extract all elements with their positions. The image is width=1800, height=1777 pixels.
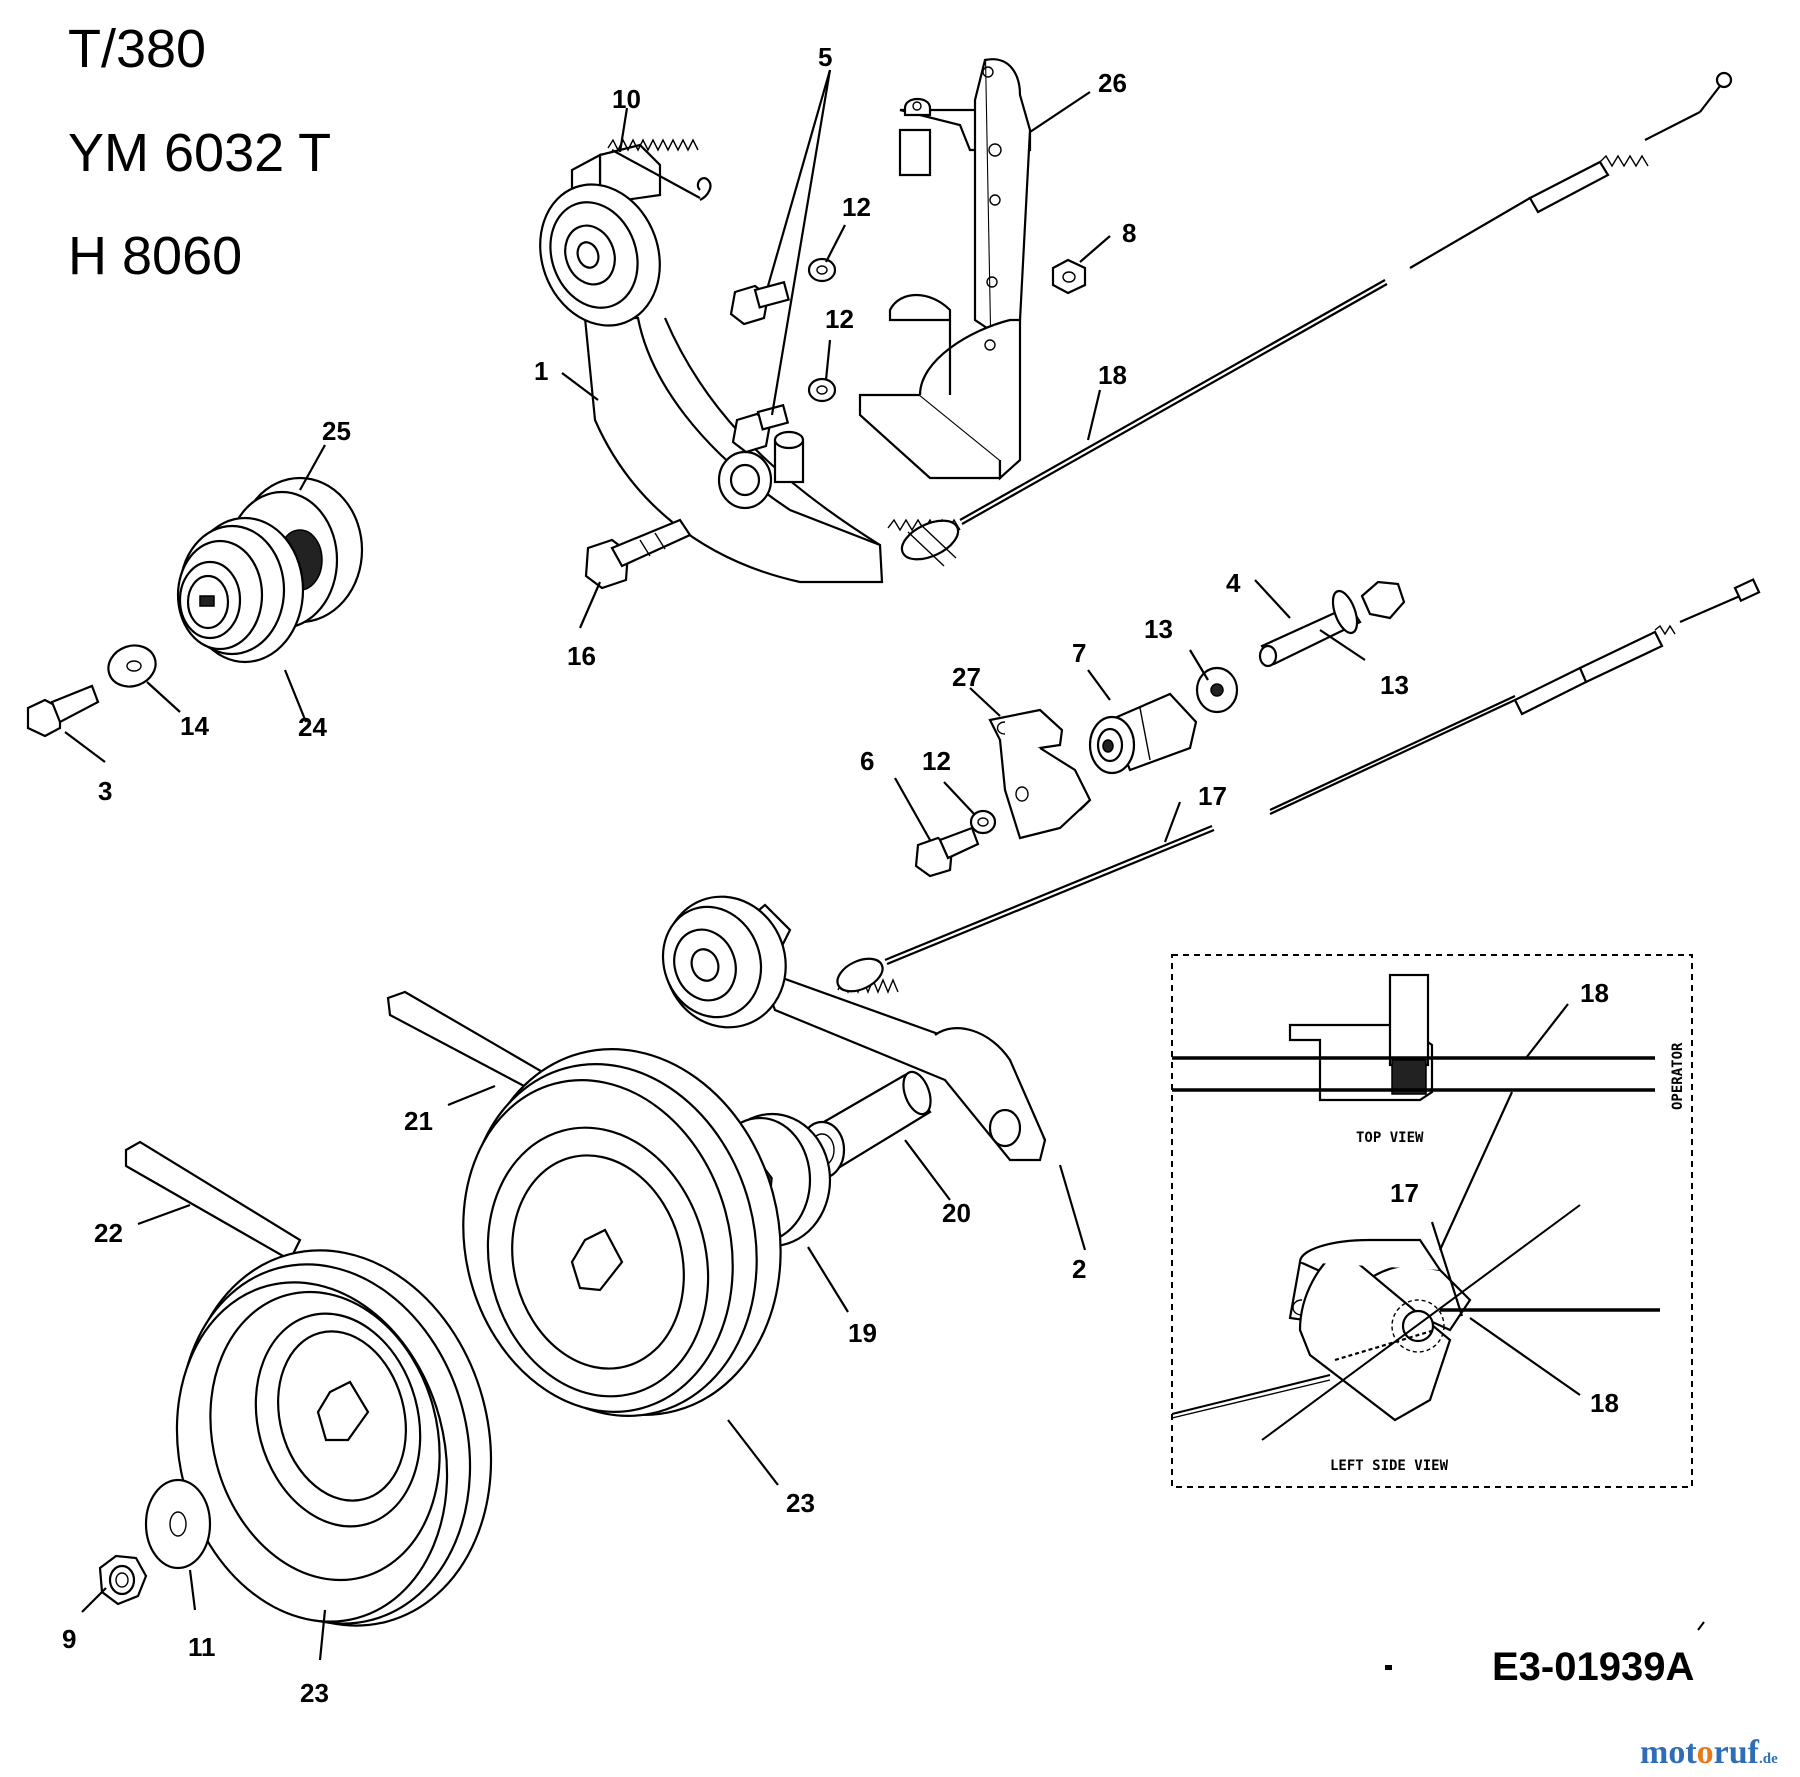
bolt-5-upper xyxy=(729,280,790,326)
callout-1: 1 xyxy=(534,356,548,386)
callout-14: 14 xyxy=(180,711,209,741)
bolt-5-lower xyxy=(731,403,790,454)
callout-20: 20 xyxy=(942,1198,971,1228)
nut-9 xyxy=(98,1554,148,1606)
callout-6: 6 xyxy=(860,746,874,776)
idler-pulley-lower xyxy=(661,895,792,1029)
drawing-code: E3-01939A xyxy=(1492,1645,1695,1689)
watermark-logo: motoruf.de xyxy=(1640,1734,1778,1771)
inset-top-view: TOP VIEW OPERATOR xyxy=(1172,973,1686,1146)
callout-12c: 12 xyxy=(922,746,951,776)
callout-27: 27 xyxy=(952,662,981,692)
callout-11: 11 xyxy=(188,1632,216,1662)
nut-12b xyxy=(807,377,837,403)
callout-22: 22 xyxy=(94,1218,123,1248)
callout-13b: 13 xyxy=(1380,670,1409,700)
leader-lines xyxy=(64,69,1366,1661)
callout-23b: 23 xyxy=(300,1678,329,1708)
idler-pulley-upper xyxy=(539,183,661,327)
left-side-view-label: LEFT SIDE VIEW xyxy=(1330,1458,1449,1474)
callout-25: 25 xyxy=(322,416,351,446)
inset-left-side-view: LEFT SIDE VIEW xyxy=(1171,1204,1660,1474)
callouts: 1 2 3 4 5 6 7 8 9 10 11 12 12 12 13 13 1… xyxy=(62,42,1409,1708)
washer-14 xyxy=(107,644,157,688)
nut-12a xyxy=(807,257,837,283)
inset-callout-18b: 18 xyxy=(1590,1388,1619,1418)
mark-tick xyxy=(1697,1621,1705,1631)
bracket-bushings xyxy=(717,430,805,510)
bushing-7 xyxy=(1088,692,1198,775)
callout-12a: 12 xyxy=(842,192,871,222)
operator-label: OPERATOR xyxy=(1670,1042,1686,1110)
callout-3: 3 xyxy=(98,776,112,806)
callout-8: 8 xyxy=(1122,218,1136,248)
cable-18-upper xyxy=(887,71,1733,567)
pulley-24-25 xyxy=(176,476,364,664)
bolt-16 xyxy=(584,518,692,590)
model-h8060: H 8060 xyxy=(68,226,243,286)
mark-dot xyxy=(1385,1665,1392,1670)
callout-18: 18 xyxy=(1098,360,1127,390)
pulley-23-upper xyxy=(462,1048,782,1417)
bolt-3 xyxy=(26,684,100,738)
top-view-label: TOP VIEW xyxy=(1356,1130,1424,1146)
callout-26: 26 xyxy=(1098,68,1127,98)
nut-8 xyxy=(1051,258,1087,295)
inset-callout-17: 17 xyxy=(1390,1178,1419,1208)
bolt-4 xyxy=(1258,580,1406,668)
washer-11 xyxy=(144,1478,212,1570)
idler-arm-lower xyxy=(758,968,1047,1162)
bracket-26 xyxy=(858,58,1032,481)
callout-5: 5 xyxy=(818,42,832,72)
callout-17: 17 xyxy=(1198,781,1227,811)
callout-16: 16 xyxy=(567,641,596,671)
callout-9: 9 xyxy=(62,1624,76,1654)
callout-19: 19 xyxy=(848,1318,877,1348)
bolt-6 xyxy=(914,826,980,878)
callout-4: 4 xyxy=(1226,568,1241,598)
callout-2: 2 xyxy=(1072,1254,1086,1284)
model-ym6032t: YM 6032 T xyxy=(68,123,332,183)
callout-21: 21 xyxy=(404,1106,433,1136)
callout-23a: 23 xyxy=(786,1488,815,1518)
nut-12c xyxy=(969,809,997,835)
bracket-27 xyxy=(988,708,1092,840)
callout-10: 10 xyxy=(612,84,641,114)
cable-17 xyxy=(836,578,1761,994)
inset-detail: TOP VIEW OPERATOR LEFT SIDE VIEW 18 17 1… xyxy=(1171,954,1693,1488)
washer-13 xyxy=(1195,666,1239,714)
model-t380: T/380 xyxy=(68,19,207,79)
callout-7: 7 xyxy=(1072,638,1086,668)
callout-12b: 12 xyxy=(825,304,854,334)
callout-13a: 13 xyxy=(1144,614,1173,644)
pulley-23-lower xyxy=(175,1249,493,1627)
inset-callout-18a: 18 xyxy=(1580,978,1609,1008)
key-22 xyxy=(124,1140,302,1262)
callout-24: 24 xyxy=(298,712,327,742)
